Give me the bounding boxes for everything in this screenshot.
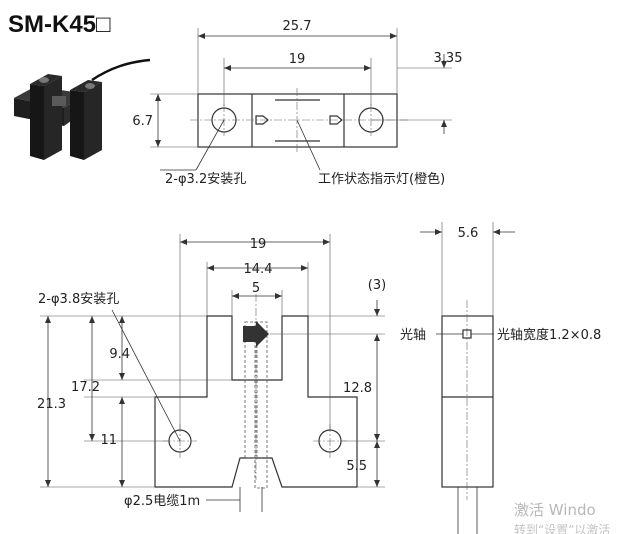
top-view: 25.7 19 3.35 6.7 2-φ3.2安装孔 工作状态指示灯(橙色) — [132, 19, 462, 187]
dim-slot-outer: 14.4 — [244, 262, 273, 277]
watermark-line-2: 转到“设置”以激活 — [514, 522, 610, 534]
dim-height: 6.7 — [132, 114, 153, 129]
side-view: 5.6 光轴 光轴宽度1.2×0.8 — [400, 222, 601, 534]
model-title: SM-K45□ — [8, 11, 111, 38]
product-photo — [14, 58, 151, 160]
dim-overall-width: 25.7 — [283, 19, 312, 34]
dim-offset: 3.35 — [434, 51, 463, 66]
indicator-label: 工作状态指示灯(橙色) — [318, 171, 445, 187]
dim-slot: 5 — [252, 281, 260, 296]
dim-front-width: 19 — [250, 237, 267, 252]
side-view-body — [441, 315, 494, 488]
dim-9-4: 9.4 — [109, 347, 130, 362]
dim-12-8: 12.8 — [343, 381, 372, 396]
watermark-line-1: 激活 Windo — [514, 501, 596, 519]
front-hole-label: 2-φ3.8安装孔 — [38, 292, 119, 307]
light-direction-arrow-icon — [243, 321, 269, 347]
indicator-led-icon — [255, 115, 269, 125]
optical-axis-label: 光轴 — [400, 328, 426, 343]
axis-width-label: 光轴宽度1.2×0.8 — [497, 327, 601, 343]
front-view: 19 14.4 5 (3) 12.8 5.5 9.4 17.2 2 — [37, 234, 386, 512]
dim-11: 11 — [100, 433, 117, 448]
top-view-body — [197, 93, 398, 148]
dim-17-2: 17.2 — [71, 380, 100, 395]
cable-label: φ2.5电缆1m — [124, 493, 200, 509]
top-hole-label: 2-φ3.2安装孔 — [165, 172, 246, 187]
dim-21-3: 21.3 — [37, 397, 66, 412]
indicator-led-icon — [329, 115, 343, 125]
dim-hole-pitch: 19 — [289, 52, 306, 67]
dim-side-width: 5.6 — [458, 226, 479, 241]
dim-top-offset: (3) — [368, 278, 386, 293]
dim-5-5: 5.5 — [346, 459, 367, 474]
